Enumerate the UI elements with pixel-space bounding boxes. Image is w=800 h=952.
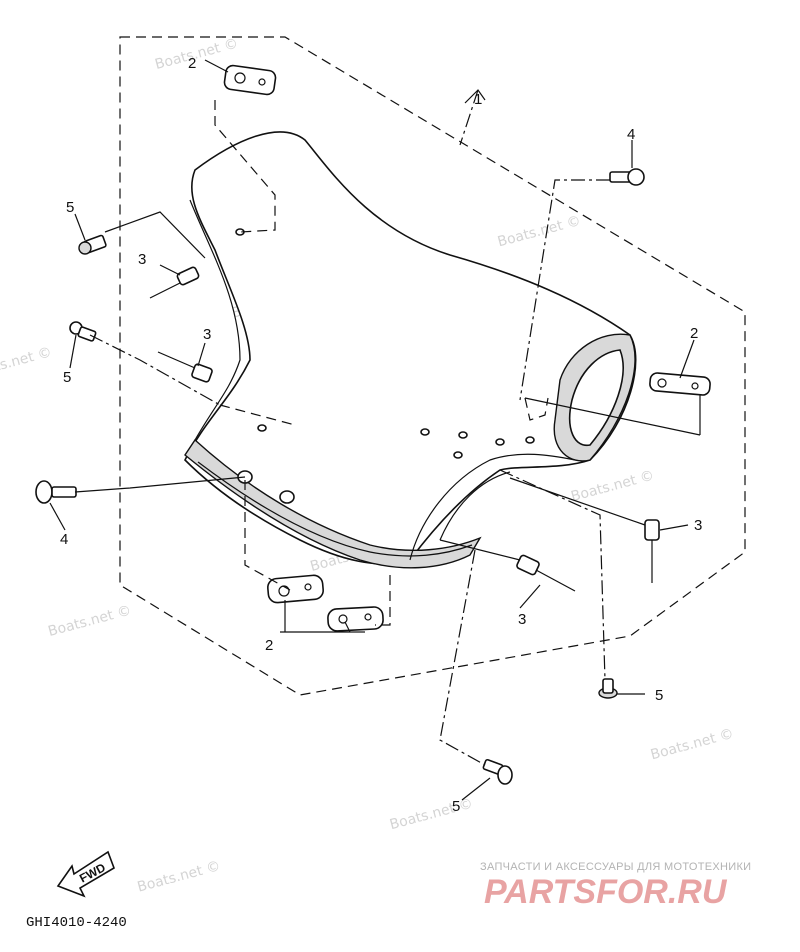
bolt-left	[35, 480, 77, 504]
callout-5: 5	[655, 687, 663, 704]
leader-lines	[49, 59, 701, 801]
assembly-boundary	[119, 36, 746, 696]
logo-brand: PARTSFOR.RU	[484, 873, 728, 911]
callout-3: 3	[138, 251, 146, 268]
watermark: Boats.net ©	[153, 35, 240, 73]
bolt-top-right	[609, 168, 645, 186]
screw-middle-left	[69, 321, 97, 342]
plate-nut-top	[223, 64, 277, 96]
callout-3: 3	[518, 611, 526, 628]
callout-3: 3	[203, 326, 211, 343]
drawing-code: GHI4010-4240	[26, 915, 127, 931]
cowling-shell	[184, 131, 637, 569]
logo-tagline: ЗАПЧАСТИ И АКСЕССУАРЫ ДЛЯ МОТОТЕХНИКИ	[480, 861, 751, 873]
callout-3: 3	[694, 517, 702, 534]
watermark: Boats.net ©	[649, 726, 736, 764]
forward-arrow-icon: FWD	[56, 850, 115, 898]
callout-4: 4	[627, 126, 635, 143]
screw-bottom	[482, 758, 513, 785]
watermark: Boats.net ©	[388, 796, 475, 834]
callout-4: 4	[60, 531, 68, 548]
screw-lower-right	[598, 678, 618, 699]
plate-nut-right	[649, 372, 711, 396]
screw-upper-left	[78, 234, 107, 255]
watermark: Boats.net ©	[0, 344, 54, 382]
watermark: Boats.net ©	[136, 858, 223, 896]
callout-5: 5	[452, 798, 460, 815]
callout-5: 5	[66, 199, 74, 216]
callout-2: 2	[188, 55, 196, 72]
callout-5: 5	[63, 369, 71, 386]
rivet-middle-left	[157, 351, 213, 383]
watermark: Boats.net ©	[496, 213, 583, 251]
watermark: Boats.net ©	[569, 468, 656, 506]
watermark: Boats.net ©	[424, 0, 511, 1]
rivet-lower	[516, 554, 576, 592]
callout-2: 2	[690, 325, 698, 342]
plate-nut-lower-a	[267, 574, 324, 604]
callout-1: 1	[474, 91, 482, 108]
plate-nut-lower-b	[327, 606, 384, 632]
watermark: Boats.net ©	[46, 602, 133, 640]
rivet-right	[644, 519, 660, 583]
callout-2: 2	[265, 637, 273, 654]
rivet-upper-left	[149, 266, 200, 299]
site-logo: ЗАПЧАСТИ И АКСЕССУАРЫ ДЛЯ МОТОТЕХНИКИ PA…	[480, 861, 751, 911]
